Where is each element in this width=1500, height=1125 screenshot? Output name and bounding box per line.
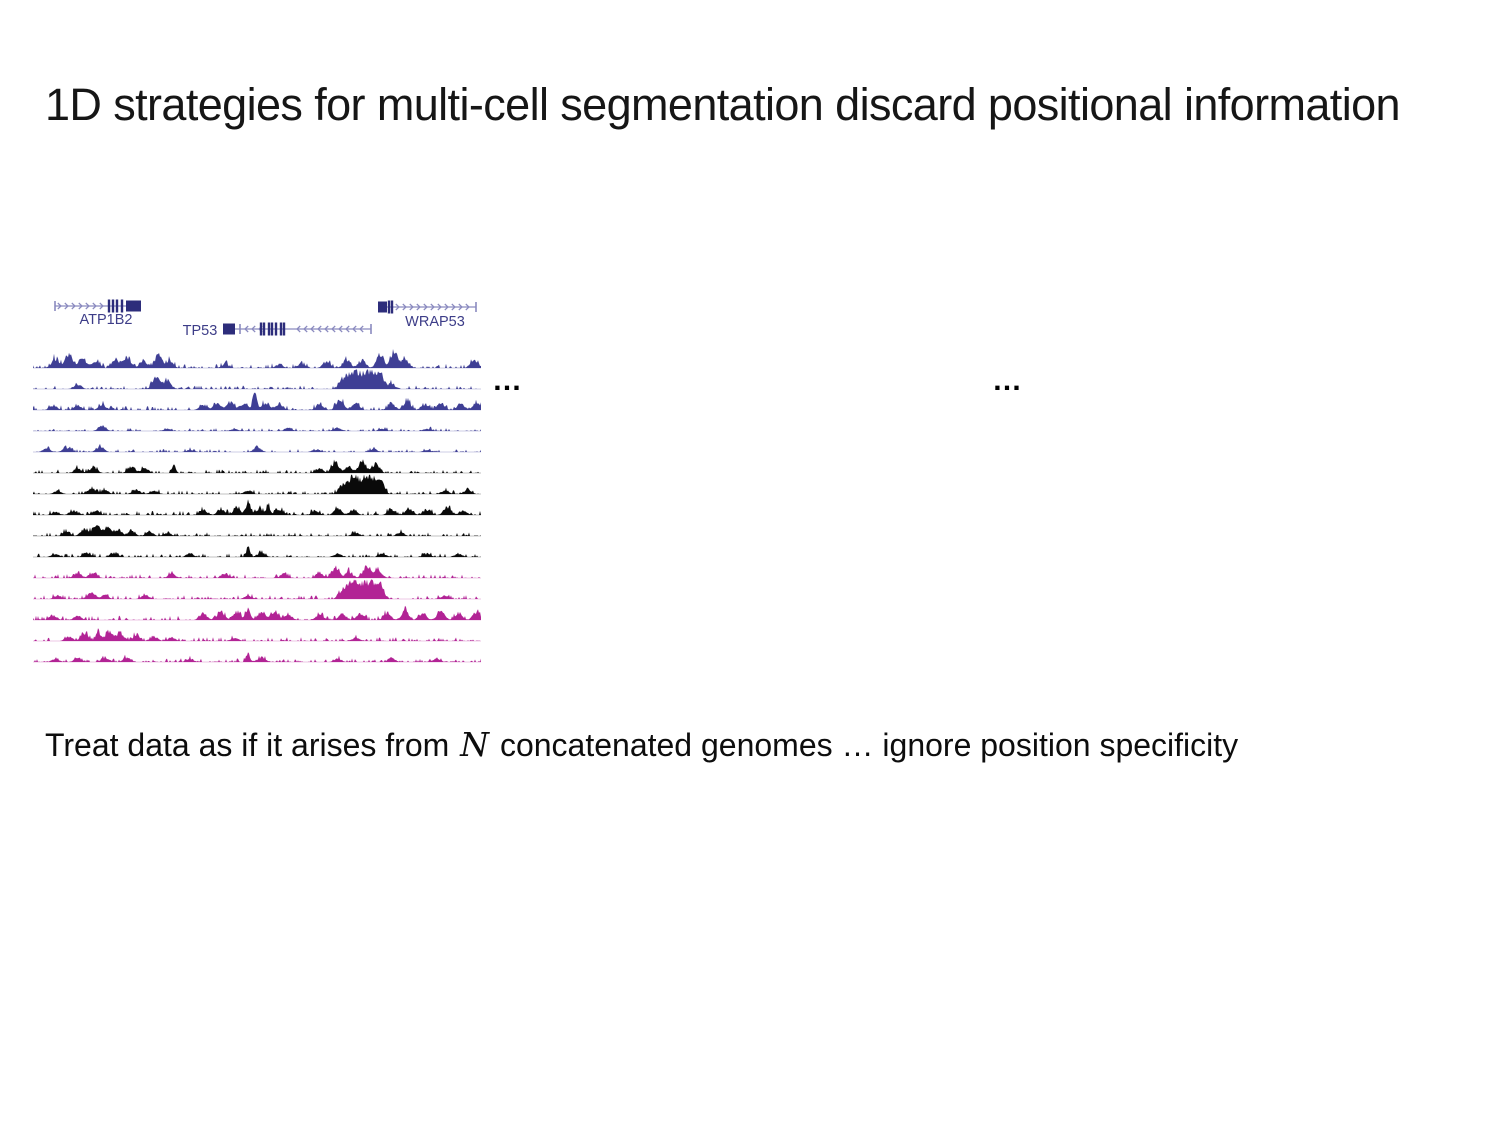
strand-arrow-icon (303, 325, 308, 333)
strand-arrow-icon (437, 303, 442, 311)
strand-arrow-icon (71, 302, 76, 310)
exon-tick (259, 322, 263, 336)
strand-arrow-icon (78, 302, 83, 310)
signal-track-row-2 (33, 369, 481, 390)
track-signal-area (33, 524, 481, 536)
signal-track-row-10 (33, 546, 481, 558)
track-signal-area (33, 349, 481, 368)
signal-track-row-12 (33, 579, 481, 600)
exon-tick (107, 299, 111, 313)
gene-label: ATP1B2 (80, 312, 133, 328)
strand-arrow-icon (338, 325, 343, 333)
signal-track-row-1 (33, 349, 481, 369)
exon-tick (282, 322, 286, 336)
exon-tick (262, 322, 266, 336)
caption: Treat data as if it arises from N concat… (45, 724, 1238, 765)
strand-arrow-icon (310, 325, 315, 333)
signal-track-row-15 (33, 652, 481, 663)
gene-model-atp1b2: ATP1B2 (54, 299, 141, 328)
exon-tick (390, 300, 394, 314)
caption-text-after: concatenated genomes … ignore position s… (491, 727, 1239, 763)
track-signal-area (33, 443, 481, 452)
strand-arrow-icon (92, 302, 97, 310)
track-signal-area (33, 546, 481, 557)
caption-math-n: N (460, 725, 490, 764)
strand-arrow-icon (458, 303, 463, 311)
exon-tick (274, 322, 278, 336)
strand-arrow-icon (395, 303, 400, 311)
signal-track-row-8 (33, 499, 481, 516)
cds-box (126, 300, 141, 312)
strand-arrow-icon (331, 325, 336, 333)
signal-track-row-11 (33, 565, 481, 579)
exon-tick (111, 299, 115, 313)
cds-box (378, 301, 387, 313)
track-signal-area (33, 369, 481, 389)
strand-arrow-icon (451, 303, 456, 311)
track-signal-area (33, 605, 481, 620)
strand-arrow-icon (444, 303, 449, 311)
track-signal-area (33, 628, 481, 641)
strand-arrow-icon (57, 302, 62, 310)
track-signal-area (33, 425, 481, 431)
strand-arrow-icon (465, 303, 470, 311)
strand-arrow-icon (85, 302, 90, 310)
signal-track-row-4 (33, 425, 481, 432)
track-signal-area (33, 474, 481, 494)
track-signal-area (33, 652, 481, 662)
strand-arrow-icon (430, 303, 435, 311)
strand-arrow-icon (244, 325, 249, 333)
gene-label: TP53 (183, 323, 218, 339)
exon-tick (279, 322, 283, 336)
ellipsis-right: … (992, 364, 1023, 397)
slide-title: 1D strategies for multi-cell segmentatio… (45, 79, 1401, 130)
signal-track-row-5 (33, 443, 481, 453)
signal-track-row-3 (33, 392, 481, 411)
strand-arrow-icon (251, 325, 256, 333)
cds-box (223, 323, 235, 335)
track-signal-area (33, 499, 481, 515)
caption-text-before: Treat data as if it arises from (45, 727, 459, 763)
strand-arrow-icon (324, 325, 329, 333)
strand-arrow-icon (416, 303, 421, 311)
signal-track-row-13 (33, 605, 481, 621)
ellipsis-left: … (492, 364, 523, 397)
signal-track-row-7 (33, 474, 481, 495)
strand-arrow-icon (345, 325, 350, 333)
strand-arrow-icon (423, 303, 428, 311)
gene-label: WRAP53 (405, 314, 465, 330)
strand-arrow-icon (296, 325, 301, 333)
strand-arrow-icon (359, 325, 364, 333)
strand-arrow-icon (99, 302, 104, 310)
strand-arrow-icon (402, 303, 407, 311)
track-signal-area (33, 579, 481, 599)
signal-track-row-6 (33, 459, 481, 474)
track-signal-area (33, 459, 481, 473)
exon-tick (115, 299, 119, 313)
exon-tick (267, 322, 271, 336)
signal-track-row-9 (33, 524, 481, 537)
strand-arrow-icon (64, 302, 69, 310)
exon-tick (120, 299, 124, 313)
signal-track-row-14 (33, 628, 481, 642)
strand-arrow-icon (352, 325, 357, 333)
gene-model-wrap53: WRAP53 (378, 300, 477, 330)
exon-tick (270, 322, 274, 336)
exon-tick (387, 300, 391, 314)
track-signal-area (33, 392, 481, 410)
gene-model-tp53: TP53 (183, 322, 372, 339)
strand-arrow-icon (317, 325, 322, 333)
track-signal-area (33, 565, 481, 578)
strand-arrow-icon (409, 303, 414, 311)
